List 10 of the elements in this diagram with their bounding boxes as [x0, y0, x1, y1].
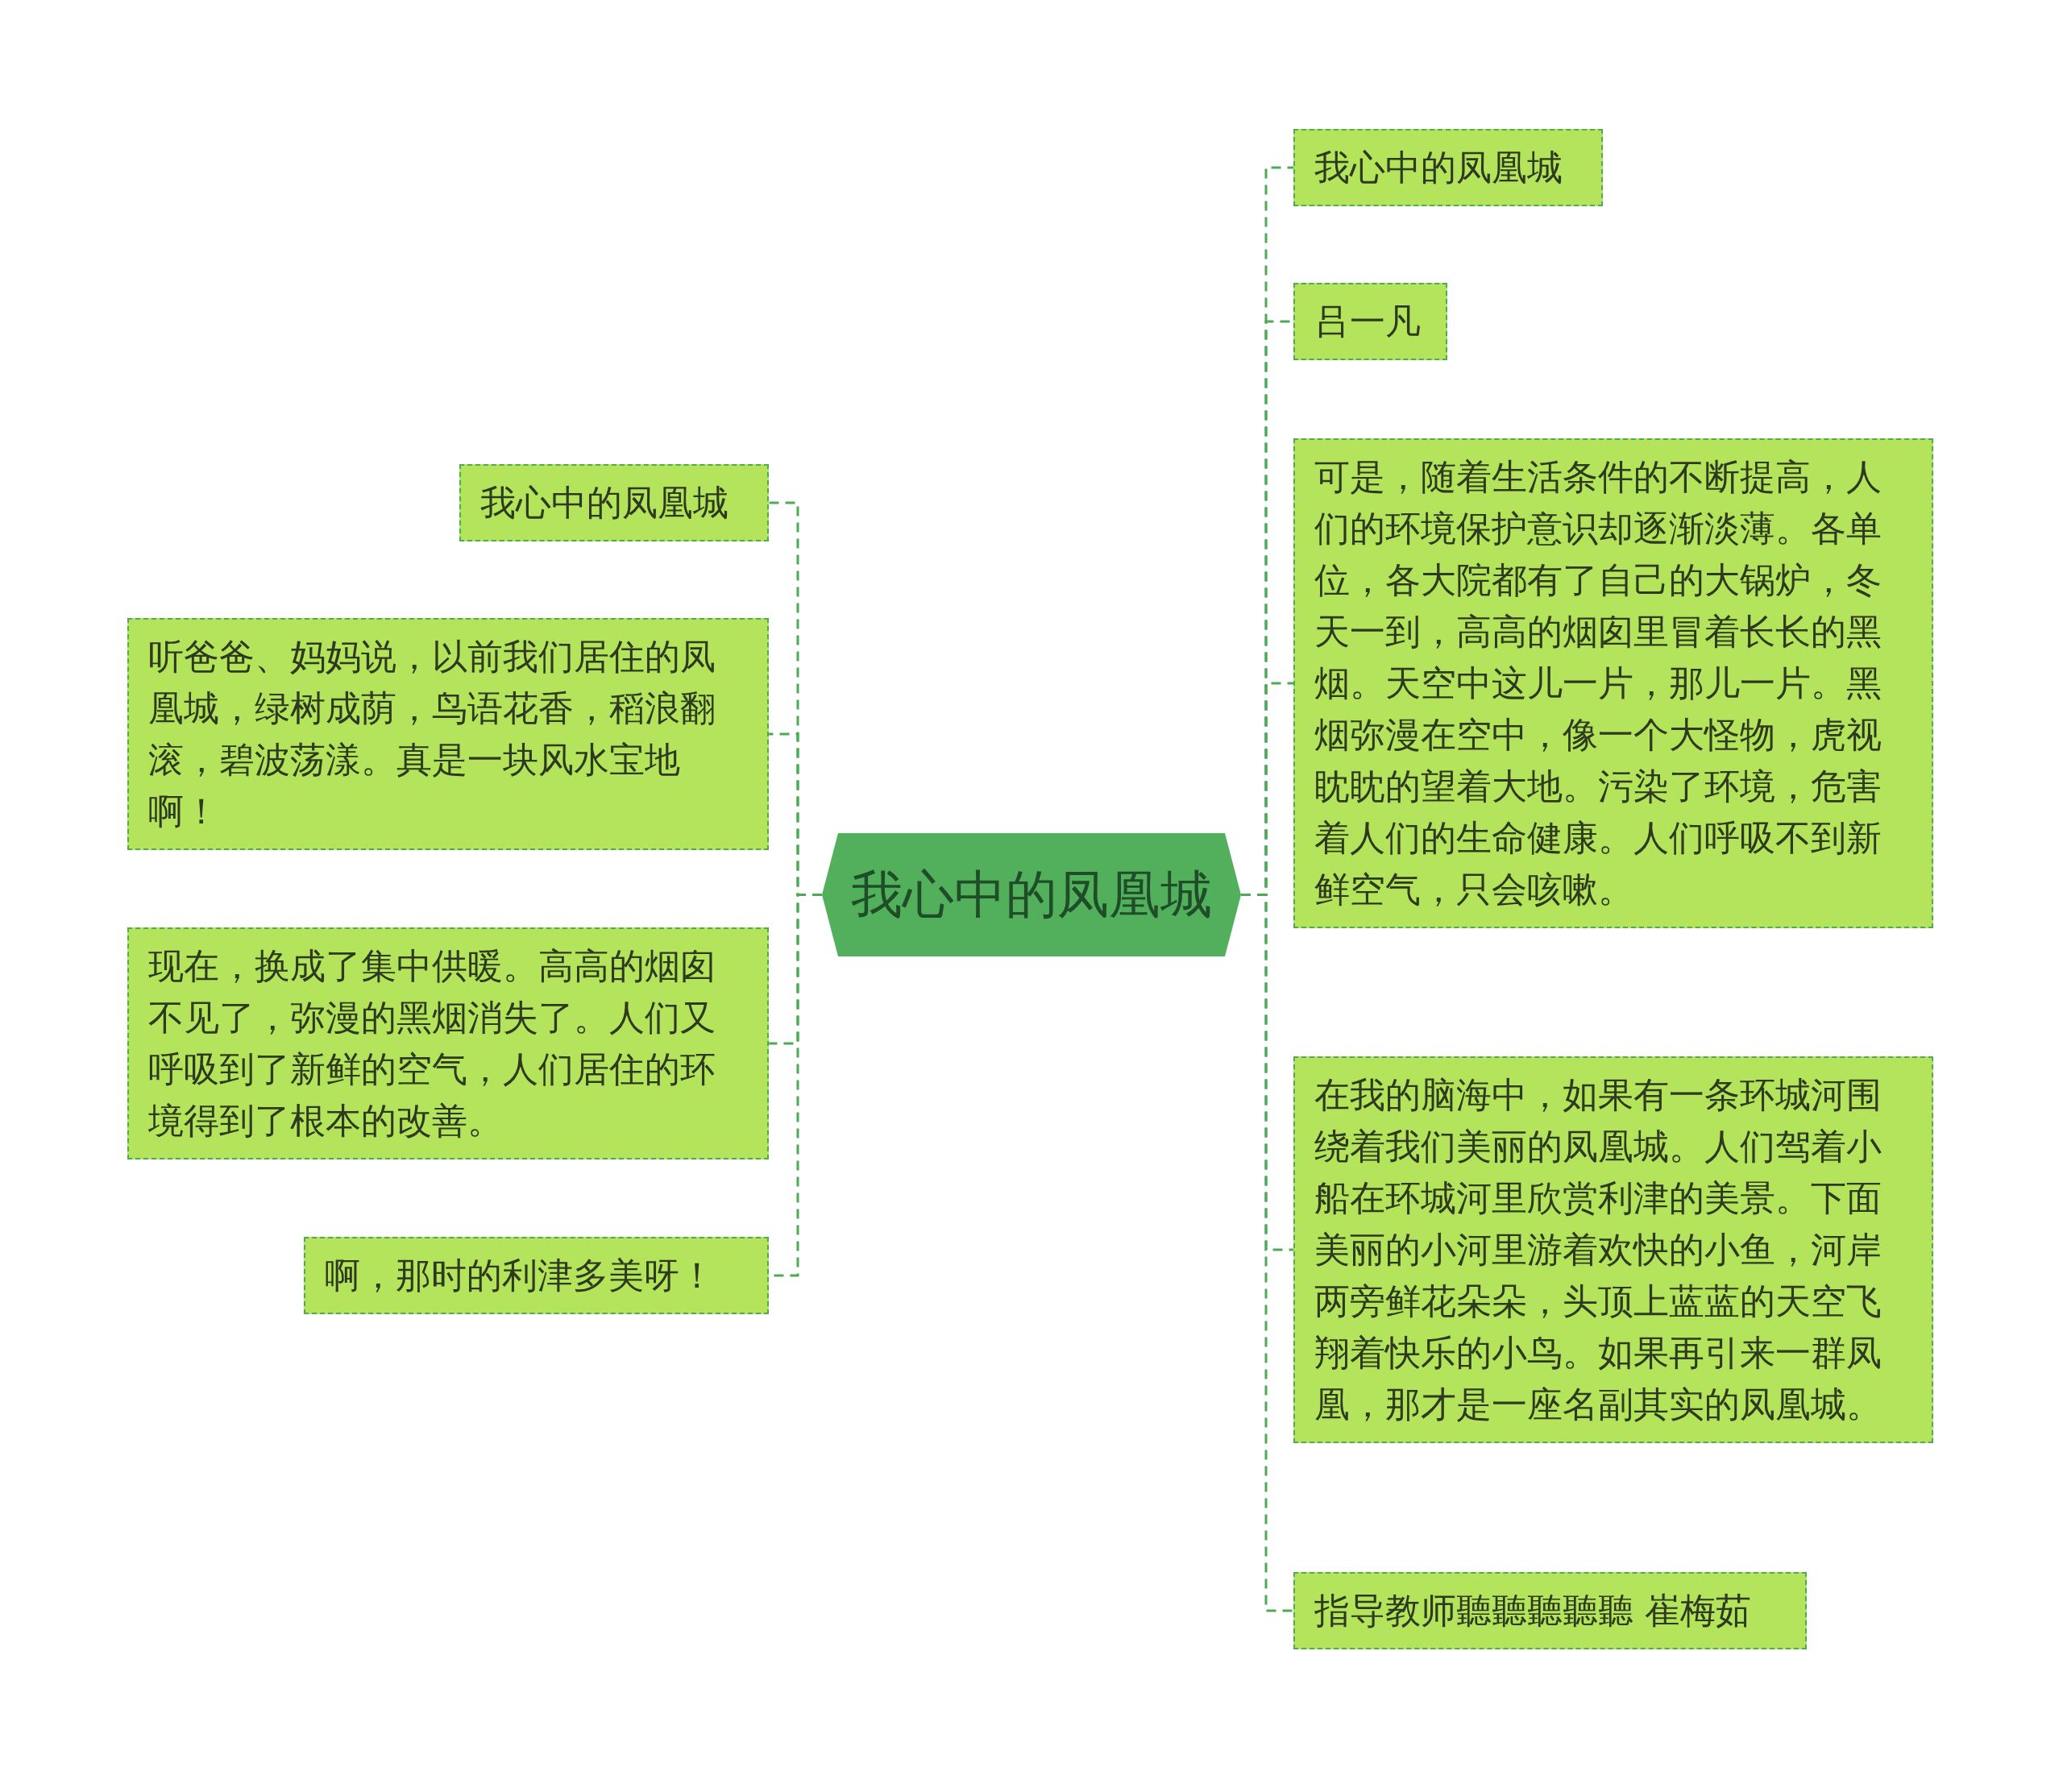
- topic-box: 我心中的凤凰城: [1293, 129, 1603, 206]
- topic-box: 听爸爸、妈妈说，以前我们居住的凤凰城，绿树成荫，鸟语花香，稻浪翻滚，碧波荡漾。真是一块风水宝地啊！: [127, 618, 769, 850]
- topic-box: 我心中的凤凰城: [459, 464, 769, 541]
- topic-box: 现在，换成了集中供暖。高高的烟囱不见了，弥漫的黑烟消失了。人们又呼吸到了新鲜的空气，人们居住的环境得到了根本的改善。: [127, 927, 769, 1159]
- topic-box: 指导教师聽聽聽聽聽 崔梅茹: [1293, 1572, 1807, 1649]
- topic-box: 啊，那时的利津多美呀！: [304, 1237, 769, 1314]
- central-topic-text: 我心中的凤凰城: [851, 864, 1212, 926]
- topic-box: 吕一凡: [1293, 283, 1447, 360]
- topic-box: 可是，随着生活条件的不断提高，人们的环境保护意识却逐渐淡薄。各单位，各大院都有了自己的大锅炉，冬天一到，高高的烟囱里冒着长长的黑烟。天空中这儿一片，那儿一片。黑烟弥漫在空中，像一个大怪物，虎视眈眈的望着大地。污染了环境，危害着人们的生命健康。人们呼吸不到新鲜空气，只会咳嗽。: [1293, 438, 1933, 928]
- topic-box: 在我的脑海中，如果有一条环城河围绕着我们美丽的凤凰城。人们驾着小船在环城河里欣赏利津的美景。下面美丽的小河里游着欢快的小鱼，河岸两旁鲜花朵朵，头顶上蓝蓝的天空飞翔着快乐的小鸟。如果再引来一群凤凰，那才是一座名副其实的凤凰城。: [1293, 1056, 1933, 1443]
